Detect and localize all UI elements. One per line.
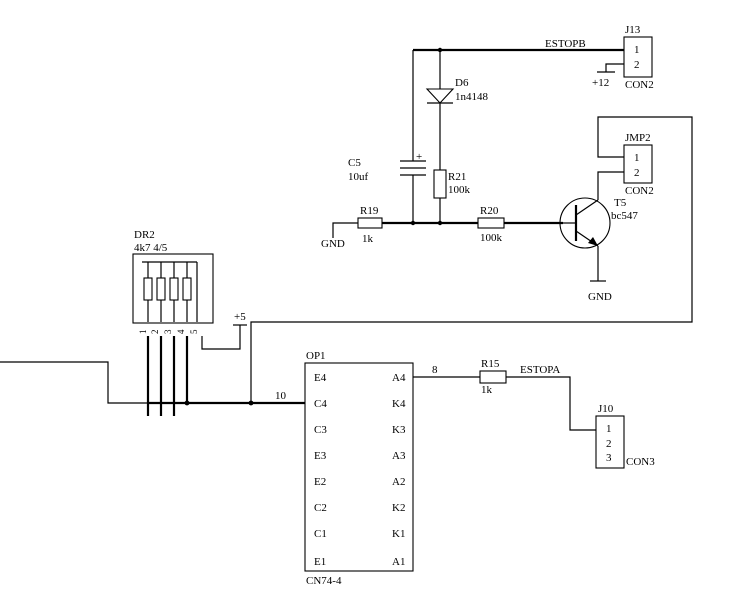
j13-pin-2: 2 (634, 59, 640, 71)
j10-ref: J10 (598, 403, 614, 415)
op1-pin-e2: E2 (314, 476, 326, 488)
op1-pin-e1: E1 (314, 556, 326, 568)
r19-ref: R19 (360, 205, 379, 217)
r15-ref: R15 (481, 358, 500, 370)
c5-value: 10uf (348, 171, 369, 183)
dr2-pin-3: 3 (163, 329, 173, 334)
j13-ref: J13 (625, 24, 641, 36)
pin8-label: 8 (432, 364, 438, 376)
jmp2-connector: JMP2 1 2 CON2 (623, 132, 654, 197)
dr2-pin-5: 5 (189, 329, 199, 334)
op1-pin-k3: K3 (392, 424, 406, 436)
c5-polarity: + (416, 151, 422, 163)
r15-value: 1k (481, 384, 493, 396)
jmp2-ref: JMP2 (625, 132, 651, 144)
d6-ref: D6 (455, 77, 469, 89)
op1-pin-c1: C1 (314, 528, 327, 540)
j10-connector: J10 1 2 3 CON3 (595, 403, 655, 469)
gnd-label-t5: GND (588, 291, 612, 303)
t5-ref: T5 (614, 197, 627, 209)
diode-d6: D6 1n4148 (425, 50, 489, 170)
r20-value: 100k (480, 232, 503, 244)
j10-pin-1: 1 (606, 423, 612, 435)
resistor-r21: R21 100k (433, 169, 471, 223)
j10-pin-2: 2 (606, 438, 612, 450)
jmp2-pin-1: 1 (634, 152, 640, 164)
resistor-r20: R20 100k (477, 205, 563, 244)
r21-ref: R21 (448, 171, 466, 183)
op1-pin-c2: C2 (314, 502, 327, 514)
jmp2-pin-2: 2 (634, 167, 640, 179)
op1-pin-a1: A1 (392, 556, 405, 568)
dr2-pin-4: 4 (176, 329, 186, 334)
jmp2-type: CON2 (625, 185, 654, 197)
op1-pin-a4: A4 (392, 372, 406, 384)
optocoupler-op1: OP1 CN74-4 E4 C4 C3 E3 E2 C2 C1 E1 A4 K4… (304, 350, 414, 587)
j13-connector: J13 1 2 CON2 +12 (592, 24, 654, 91)
op1-right-pins: A4 K4 K3 A3 A2 K2 K1 A1 (392, 372, 406, 568)
plus12-label: +12 (592, 77, 609, 89)
op1-pin-a2: A2 (392, 476, 405, 488)
dr2-pin-2: 2 (150, 330, 160, 335)
capacitor-c5: + C5 10uf (348, 50, 426, 223)
op1-pin-k1: K1 (392, 528, 405, 540)
gnd-label-r19: GND (321, 238, 345, 250)
net-label-estopb: ESTOPB (545, 38, 586, 50)
j13-type: CON2 (625, 79, 654, 91)
t5-value: bc547 (611, 210, 638, 222)
plus5-net: +5 (201, 116, 693, 403)
j10-pin-3: 3 (606, 452, 612, 464)
j10-type: CON3 (626, 456, 655, 468)
r21-value: 100k (448, 184, 471, 196)
d6-value: 1n4148 (455, 91, 489, 103)
op1-type: CN74-4 (306, 575, 342, 587)
op1-pin-k2: K2 (392, 502, 405, 514)
c4-net: 10 (0, 361, 305, 406)
r20-ref: R20 (480, 205, 499, 217)
op1-pin-e3: E3 (314, 450, 327, 462)
c5-ref: C5 (348, 157, 361, 169)
dr2-ref: DR2 (134, 229, 155, 241)
estopb-net: ESTOPB (413, 38, 624, 53)
estopa-net: 8 R15 1k ESTOPA (413, 358, 596, 431)
op1-pin-c3: C3 (314, 424, 327, 436)
op1-ref: OP1 (306, 350, 326, 362)
dr2-pin-1: 1 (138, 330, 148, 335)
resistor-network-dr2: DR2 4k7 4/5 1 2 3 4 5 (132, 229, 214, 416)
op1-pin-a3: A3 (392, 450, 406, 462)
net-label-estopa: ESTOPA (520, 364, 560, 376)
op1-pin-c4: C4 (314, 398, 327, 410)
j13-pin-1: 1 (634, 44, 640, 56)
r19-value: 1k (362, 233, 374, 245)
op1-pin-e4: E4 (314, 372, 327, 384)
dr2-value: 4k7 4/5 (134, 242, 168, 254)
pin10-label: 10 (275, 390, 287, 402)
op1-left-pins: E4 C4 C3 E3 E2 C2 C1 E1 (314, 372, 327, 568)
transistor-t5: GND T5 bc547 (559, 171, 638, 303)
op1-pin-k4: K4 (392, 398, 406, 410)
r19-net: GND R19 1k (321, 205, 478, 250)
plus5-label: +5 (234, 311, 246, 323)
